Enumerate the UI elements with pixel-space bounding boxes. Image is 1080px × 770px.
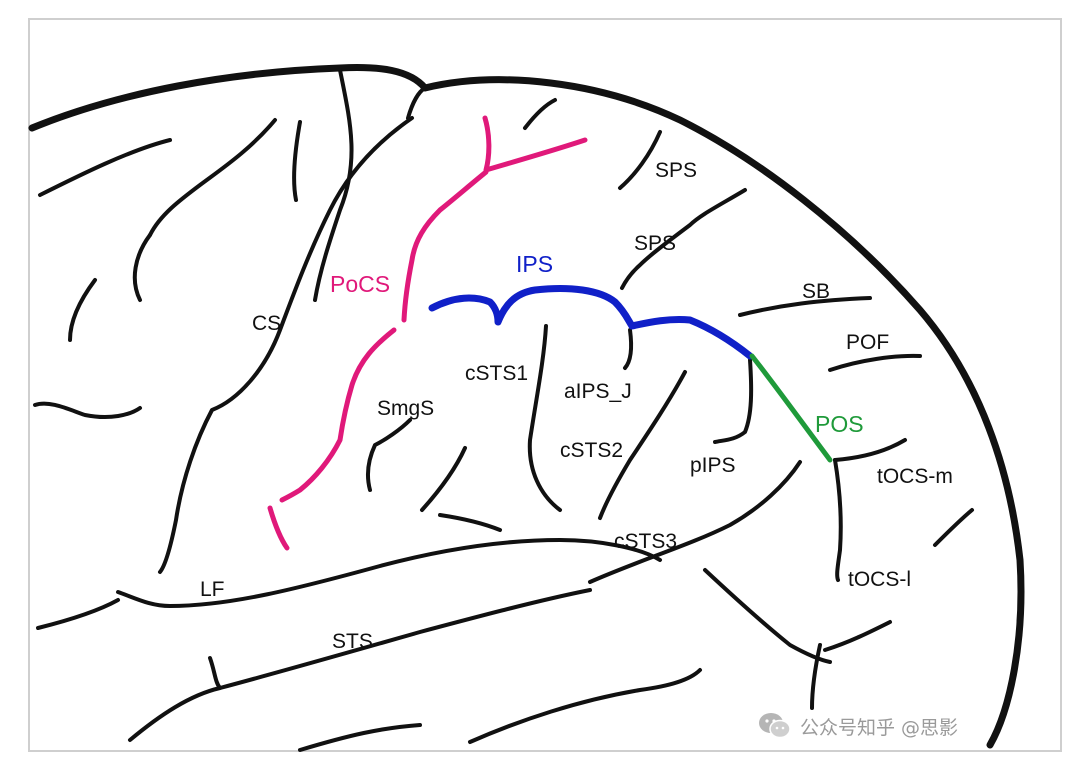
label-sps-upper: SPS	[655, 159, 697, 182]
label-cSTS1: cSTS1	[465, 362, 528, 385]
label-pos: POS	[815, 411, 864, 437]
label-pocs: PoCS	[330, 271, 390, 297]
aIPS_J-line	[623, 328, 634, 370]
label-cSTS2: cSTS2	[560, 439, 623, 462]
ips-line	[428, 285, 754, 360]
pocs-line-lower	[279, 327, 397, 503]
label-smgS: SmgS	[377, 397, 434, 420]
label-cSTS3: cSTS3	[614, 530, 677, 553]
pIPS-line	[713, 358, 754, 444]
cSTS1-line	[527, 324, 562, 512]
watermark: 公众号知乎 @思影	[758, 708, 958, 744]
cSTS3-line	[588, 460, 802, 584]
pocs-line-tail	[267, 505, 290, 551]
sps-upper-line	[618, 130, 662, 190]
sulcus-temporal-5	[823, 620, 892, 652]
pocs-line-mid	[401, 169, 489, 323]
sulcus-frontal-5	[38, 138, 172, 197]
tOCS-l-line	[833, 458, 843, 582]
label-sts: STS	[332, 630, 373, 653]
sulcus-temporal-4	[810, 643, 822, 710]
sulcus-frontal-4	[33, 401, 142, 419]
sulcus-occipital-1	[933, 508, 974, 547]
sulcus-precentral	[292, 120, 302, 202]
sulcus-frontal-1	[148, 118, 277, 237]
label-tOCS-l: tOCS-l	[848, 568, 911, 591]
outline-inner-notch	[406, 86, 427, 120]
cSTS2-line	[598, 370, 687, 520]
label-cs: CS	[252, 312, 281, 335]
label-aIPS_J: aIPS_J	[564, 380, 632, 403]
pocs-line-upper	[482, 115, 588, 173]
tOCS-m-line	[833, 438, 907, 462]
cs-line	[158, 116, 414, 574]
sulcus-smg	[365, 418, 412, 492]
sps-lower-line	[620, 188, 747, 290]
sulcus-top-1	[523, 98, 557, 130]
sulcus-temporal-base	[298, 723, 422, 752]
sulcus-inferior-temporal	[128, 686, 222, 742]
sulcus-inferior-temporal-2	[468, 668, 702, 744]
sulcus-frontal-2	[132, 233, 152, 302]
label-sps-lower: SPS	[634, 232, 676, 255]
sulcus-mid-2	[438, 513, 502, 532]
pos-line	[749, 353, 833, 463]
label-ips: IPS	[516, 251, 553, 277]
sts-line	[208, 588, 592, 690]
brain-outline	[28, 64, 1025, 749]
sulcus-sup-frontal	[313, 68, 354, 302]
sb-line	[738, 296, 872, 317]
pof-line	[828, 353, 922, 372]
figure-frame	[28, 18, 1062, 752]
lf-branch	[36, 598, 120, 630]
label-pof: POF	[846, 331, 889, 354]
wechat-icon	[759, 713, 791, 739]
label-tOCS-m: tOCS-m	[877, 465, 953, 488]
label-sb: SB	[802, 280, 830, 303]
lf-line	[116, 538, 662, 608]
label-lf: LF	[200, 578, 225, 601]
watermark-text: 公众号知乎 @思影	[800, 716, 959, 739]
sulcus-frontal-3	[68, 278, 97, 342]
sulcus-mid-1	[420, 446, 467, 512]
sulcus-temporal-3	[703, 568, 832, 664]
label-pIPS: pIPS	[690, 454, 736, 477]
